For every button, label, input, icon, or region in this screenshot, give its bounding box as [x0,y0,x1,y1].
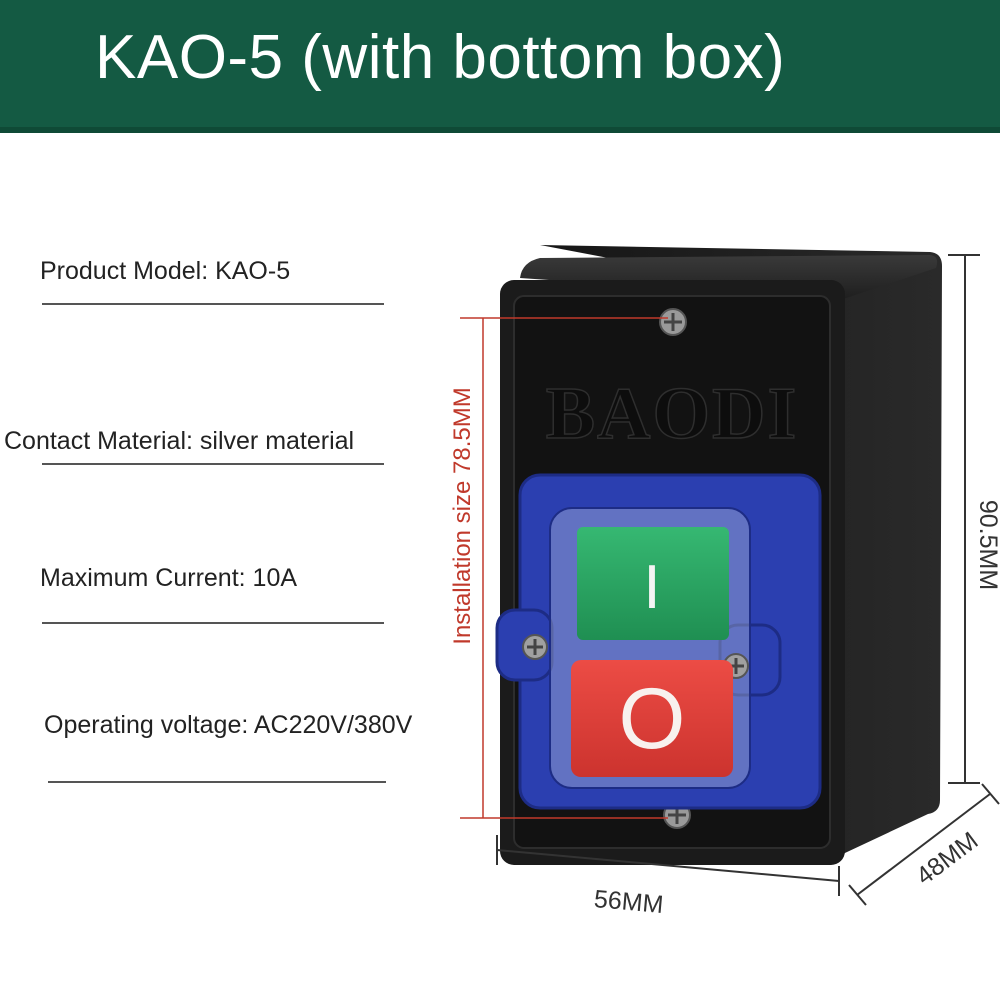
height-label: 90.5MM [974,500,1000,590]
divider-line [42,463,384,465]
spec-contact-material: Contact Material: silver material [4,427,355,455]
depth-dimension [848,783,1000,906]
divider-line [48,781,386,783]
banner-edge [0,127,1000,133]
divider-line [42,622,384,624]
screw-icon [522,634,548,660]
width-label: 56MM [593,885,665,919]
installation-dimension [460,317,668,819]
screw-icon [659,308,687,336]
page-title: KAO-5 (with bottom box) [95,23,786,92]
stop-button[interactable]: O [571,660,733,777]
spec-product-model: Product Model: KAO-5 [40,257,291,285]
divider-line [42,303,384,305]
start-button[interactable]: I [577,527,729,640]
spec-operating-voltage: Operating voltage: AC220V/380V [44,711,413,739]
height-dimension [948,254,980,784]
spec-maximum-current: Maximum Current: 10A [40,564,298,592]
brand-emboss: BAODI [546,373,799,455]
installation-size-label: Installation size 78.5MM [449,387,476,644]
title-banner [0,0,1000,133]
depth-label: 48MM [911,827,983,891]
width-dimension [496,835,840,896]
stop-symbol: O [619,671,686,767]
start-symbol: I [643,553,660,622]
